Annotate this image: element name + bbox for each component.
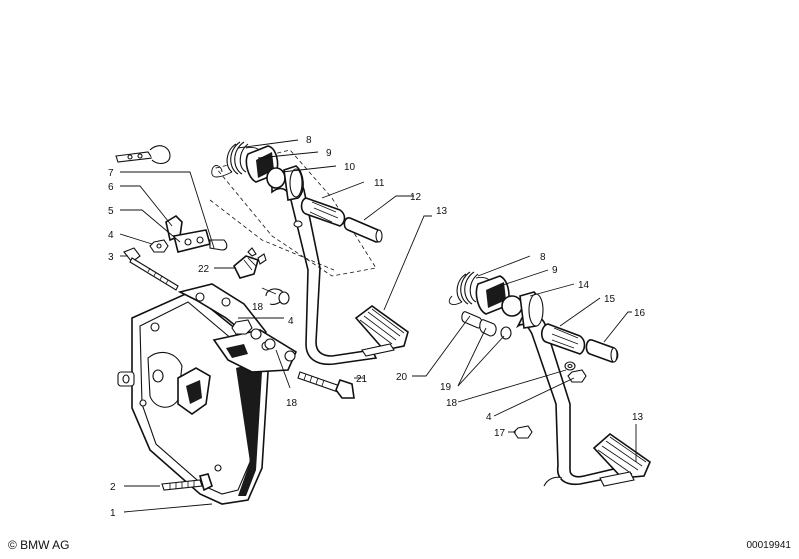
pin-16: [585, 339, 619, 363]
brake-pedal: [515, 314, 651, 487]
bushing-15: [540, 323, 586, 355]
callout-8-lower: 8: [540, 252, 546, 263]
callout-8-upper: 8: [306, 135, 312, 146]
callout-13-upper: 13: [436, 206, 448, 217]
callout-9-upper: 9: [326, 148, 332, 159]
callout-22: 22: [198, 264, 210, 275]
callout-4-left: 4: [108, 230, 114, 241]
pedal-bracket-plate: [117, 283, 298, 505]
bolt-3: [123, 247, 179, 291]
callout-18-mid: 18: [286, 398, 298, 409]
callout-20: 20: [396, 372, 408, 383]
callout-3: 3: [108, 252, 114, 263]
callout-17: 17: [494, 428, 506, 439]
callout-14: 14: [578, 280, 590, 291]
pivot-tube-upper: [266, 165, 304, 201]
callout-4-mid: 4: [288, 316, 294, 327]
callout-10: 10: [344, 162, 356, 173]
callout-5: 5: [108, 206, 114, 217]
washer-18-left: [265, 288, 290, 305]
callout-2: 2: [110, 482, 116, 493]
washer-18-right: [564, 361, 576, 371]
callout-7: 7: [108, 168, 114, 179]
bolt-21: [297, 371, 355, 399]
copyright-text: © BMW AG: [8, 538, 70, 552]
pin-20: [461, 311, 483, 329]
return-spring-lower: [448, 271, 493, 305]
pin-12: [343, 217, 383, 243]
callout-18-left: 18: [252, 302, 264, 313]
callout-12: 12: [410, 192, 422, 203]
retaining-clip: [115, 145, 171, 165]
switch-bracket: [165, 214, 228, 253]
callout-9-lower: 9: [552, 265, 558, 276]
callout-11: 11: [374, 178, 385, 189]
callout-13-lower: 13: [632, 412, 644, 423]
leader-lines: [119, 139, 637, 513]
callout-15: 15: [604, 294, 616, 305]
callout-18-right: 18: [446, 398, 458, 409]
callout-1: 1: [110, 508, 116, 519]
bushing-11: [300, 197, 346, 227]
callout-labels: 8 9 10 11 12 13 7 6 5 4 3 22 18 4 21 18 …: [108, 135, 646, 519]
nut-17: [513, 425, 533, 439]
callout-21: 21: [356, 374, 368, 385]
screw-2: [161, 473, 213, 492]
stop-light-switch: [233, 247, 267, 279]
callout-4-right: 4: [486, 412, 492, 423]
callout-6: 6: [108, 182, 114, 193]
nut-4-right: [567, 369, 587, 383]
callout-19: 19: [440, 382, 452, 393]
bushing-19: [479, 319, 512, 340]
callout-16: 16: [634, 308, 646, 319]
nut-4-mid: [231, 319, 276, 350]
document-number: 00019941: [746, 540, 792, 551]
nut-4-left: [149, 239, 169, 253]
